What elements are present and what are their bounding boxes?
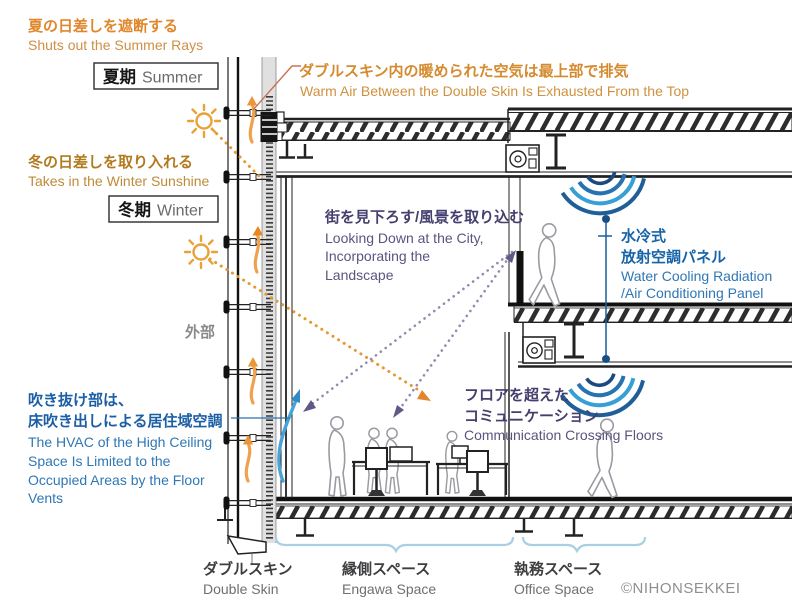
hvac-unit-lower bbox=[522, 336, 556, 364]
facade-bottom-cap bbox=[226, 535, 267, 555]
summer-title-en: Shuts out the Summer Rays bbox=[28, 37, 203, 53]
winter-season-jp: 冬期 bbox=[118, 200, 151, 220]
office-zone-brace bbox=[521, 536, 647, 554]
roof-i-beam-right bbox=[546, 133, 566, 170]
zone-double-skin-jp: ダブルスキン bbox=[203, 560, 293, 578]
desk-1 bbox=[352, 446, 430, 495]
floor-supply-air-arrow bbox=[277, 389, 300, 483]
warm-air-arrows bbox=[242, 96, 263, 483]
display-kiosk-2 bbox=[466, 450, 489, 496]
winter-season-en: Winter bbox=[157, 203, 204, 220]
summer-season-jp: 夏期 bbox=[103, 68, 136, 87]
summer-sun-icon bbox=[186, 103, 222, 139]
person-at-desk-2 bbox=[445, 430, 460, 494]
laptop-icon bbox=[389, 446, 413, 462]
radiant-panel-icon-upper bbox=[560, 171, 646, 216]
engawa-glazing bbox=[280, 177, 293, 498]
communication-jp1: フロアを超えた bbox=[464, 386, 569, 404]
sight-line-to-city bbox=[303, 250, 514, 412]
summer-season-en: Summer bbox=[142, 70, 203, 87]
view-note-en1: Looking Down at the City, bbox=[325, 230, 484, 246]
display-kiosk-1 bbox=[365, 447, 388, 496]
winter-title-jp: 冬の日差しを取り入れる bbox=[28, 153, 193, 171]
radiant-leader-dot-lower bbox=[602, 355, 610, 363]
zone-double-skin-en: Double Skin bbox=[203, 581, 279, 597]
lower-ceiling bbox=[518, 361, 792, 368]
communication-en: Communication Crossing Floors bbox=[464, 427, 663, 443]
summer-title-jp: 夏の日差しを遮断する bbox=[27, 17, 178, 35]
ground-floor-slab bbox=[217, 496, 792, 537]
upper-office-glass-wall bbox=[508, 177, 524, 306]
floor-hvac-jp1: 吹き抜け部は、 bbox=[28, 391, 133, 409]
radiant-panel-icon-lower bbox=[559, 373, 645, 418]
balustrade bbox=[516, 251, 524, 306]
person-walking-lower-office bbox=[587, 418, 618, 499]
person-standing-engawa bbox=[328, 416, 347, 497]
hvac-unit-upper bbox=[505, 144, 540, 173]
engawa-zone-brace bbox=[274, 536, 515, 554]
winter-title-en: Takes in the Winter Sunshine bbox=[28, 173, 210, 189]
exhaust-note-en: Warm Air Between the Double Skin Is Exha… bbox=[300, 83, 689, 99]
radiant-leader-dot-upper bbox=[602, 215, 610, 223]
view-note-jp: 街を見下ろす/風景を取り込む bbox=[324, 208, 524, 226]
floor-hvac-en1: The HVAC of the High Ceiling bbox=[28, 434, 212, 450]
zone-engawa-en: Engawa Space bbox=[342, 581, 436, 597]
radiant-label-en2: /Air Conditioning Panel bbox=[621, 285, 763, 301]
zone-office-en: Office Space bbox=[514, 581, 594, 597]
communication-line bbox=[393, 250, 516, 418]
summer-ray-dotted bbox=[210, 127, 264, 181]
roof-slab-right bbox=[507, 107, 792, 143]
radiant-label-en1: Water Cooling Radiation bbox=[621, 268, 772, 284]
winter-ray-dotted bbox=[208, 257, 431, 401]
floor-hvac-en4: Vents bbox=[28, 490, 63, 506]
floor-hvac-en2: Space Is Limited to the bbox=[28, 453, 171, 469]
exterior-label: 外部 bbox=[184, 323, 215, 341]
winter-season-box: 冬期 Winter bbox=[108, 195, 219, 223]
double-skin-facade bbox=[223, 57, 278, 565]
monitor-icon bbox=[451, 445, 469, 459]
floor-hvac-en3: Occupied Areas by the Floor bbox=[28, 472, 205, 488]
roof-beam-small-left bbox=[279, 141, 313, 159]
radiant-label-jp2: 放射空調パネル bbox=[620, 248, 726, 266]
copyright-text: ©NIHONSEKKEI bbox=[621, 580, 741, 597]
mid-i-beam bbox=[564, 322, 584, 359]
winter-sun-icon bbox=[183, 234, 219, 270]
radiant-label-jp1: 水冷式 bbox=[621, 227, 666, 245]
view-note-en3: Landscape bbox=[325, 267, 394, 283]
zone-office-jp: 執務スペース bbox=[514, 560, 602, 578]
exhaust-note-jp: ダブルスキン内の暖められた空気は最上部で排気 bbox=[299, 62, 629, 80]
person-walking-upper-office bbox=[528, 222, 561, 307]
communication-jp2: コミュニケーション bbox=[464, 408, 599, 425]
summer-season-box: 夏期 Summer bbox=[93, 62, 219, 90]
exhaust-leader-line bbox=[252, 65, 301, 111]
facade-fins bbox=[223, 106, 271, 510]
view-note-en2: Incorporating the bbox=[325, 248, 430, 264]
zone-engawa-jp: 縁側スペース bbox=[342, 560, 430, 578]
floor-hvac-jp2: 床吹き出しによる居住域空調 bbox=[28, 412, 223, 430]
